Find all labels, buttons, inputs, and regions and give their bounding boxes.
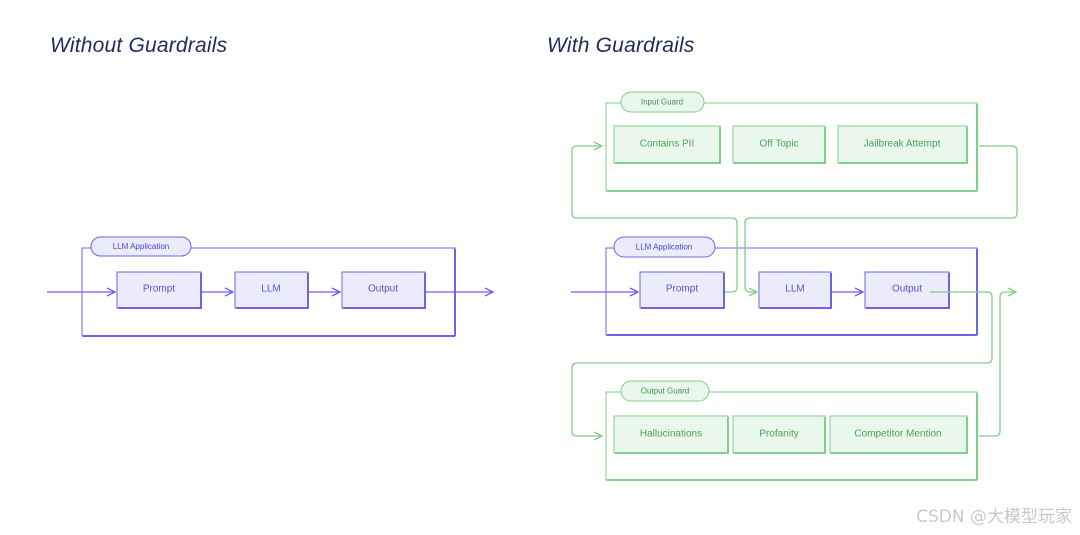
right-node-llm: LLM (758, 271, 832, 309)
title-without-guardrails: Without Guardrails (50, 34, 228, 57)
right-node-prompt: Prompt (639, 271, 725, 309)
left-node-output: Output (341, 271, 426, 309)
left-app-tag: LLM Application (90, 236, 192, 257)
check-off-topic-label: Off Topic (759, 139, 798, 150)
left-node-output-label: Output (368, 284, 398, 295)
left-node-llm-label: LLM (261, 284, 280, 295)
check-jailbreak-label: Jailbreak Attempt (864, 139, 941, 150)
right-app-tag: LLM Application (613, 236, 716, 258)
left-node-llm: LLM (234, 271, 309, 309)
check-off-topic: Off Topic (732, 125, 826, 164)
check-hallucinations-label: Hallucinations (640, 429, 702, 440)
right-node-llm-label: LLM (785, 284, 804, 295)
right-node-prompt-label: Prompt (666, 284, 698, 295)
check-jailbreak-attempt: Jailbreak Attempt (837, 125, 968, 164)
right-node-output: Output (864, 271, 950, 309)
right-node-output-label: Output (892, 284, 922, 295)
watermark: CSDN @大模型玩家 (916, 507, 1072, 527)
input-guard-tag: Input Guard (620, 91, 705, 113)
left-node-prompt-label: Prompt (143, 284, 175, 295)
left-node-prompt: Prompt (116, 271, 202, 309)
left-app-tag-label: LLM Application (113, 242, 169, 251)
check-competitor-mention: Competitor Mention (829, 415, 968, 454)
output-guard-tag: Output Guard (620, 380, 710, 402)
check-profanity-label: Profanity (759, 429, 798, 440)
check-profanity: Profanity (732, 415, 826, 454)
input-guard-tag-label: Input Guard (641, 98, 683, 107)
check-contains-pii: Contains PII (613, 125, 721, 164)
right-green-connectors (571, 146, 1018, 436)
output-guard-tag-label: Output Guard (641, 387, 689, 396)
check-competitor-label: Competitor Mention (854, 429, 941, 440)
check-contains-pii-label: Contains PII (640, 139, 694, 150)
title-with-guardrails: With Guardrails (547, 34, 695, 57)
right-app-tag-label: LLM Application (636, 243, 692, 252)
check-hallucinations: Hallucinations (613, 415, 729, 454)
